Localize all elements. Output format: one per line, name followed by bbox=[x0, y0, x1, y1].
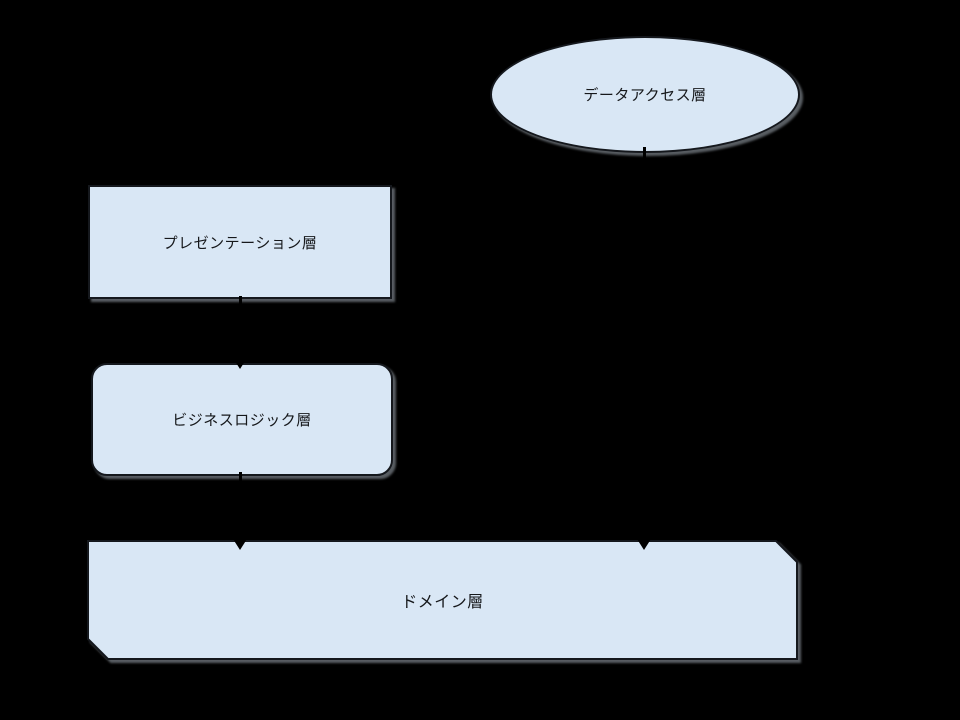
arrowhead-down-icon bbox=[637, 539, 651, 550]
node-business-logic-layer: ビジネスロジック層 bbox=[91, 363, 393, 476]
connector-presentation-to-business-line bbox=[239, 296, 242, 366]
node-presentation-layer-label: プレゼンテーション層 bbox=[162, 234, 318, 252]
arrowhead-down-icon bbox=[233, 539, 247, 550]
node-domain-layer-label: ドメイン層 bbox=[401, 594, 484, 611]
node-domain-layer-label-box: ドメイン層 bbox=[88, 541, 797, 659]
node-domain-layer-shape bbox=[87, 540, 798, 660]
node-presentation-layer: プレゼンテーション層 bbox=[88, 185, 392, 299]
node-data-access-layer: データアクセス層 bbox=[490, 36, 800, 153]
connector-business-to-domain-line bbox=[239, 472, 242, 542]
node-data-access-layer-label: データアクセス層 bbox=[583, 87, 707, 104]
arrowhead-down-icon bbox=[233, 358, 247, 369]
connector-dataaccess-to-domain-line bbox=[643, 147, 646, 542]
node-business-logic-layer-label: ビジネスロジック層 bbox=[172, 412, 312, 429]
node-domain-layer bbox=[87, 540, 798, 660]
